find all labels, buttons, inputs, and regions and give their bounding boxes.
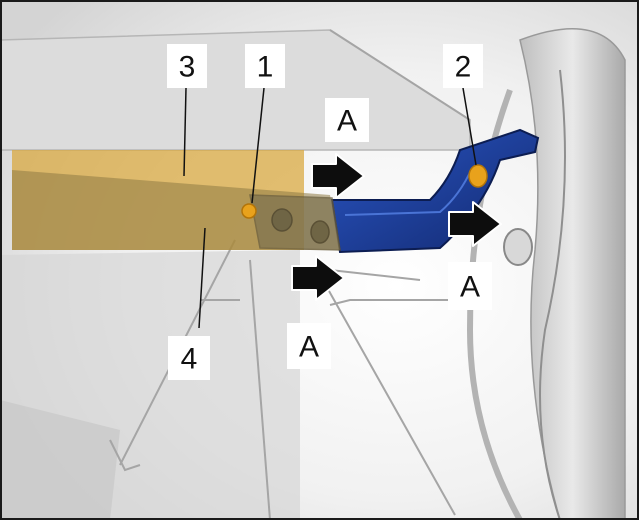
- arrow-icon: [291, 255, 345, 301]
- fastener-2: [468, 164, 488, 188]
- callout-1-text: 1: [257, 51, 274, 84]
- callout-a-right-text: A: [460, 271, 480, 304]
- callout-a-top-text: A: [337, 105, 357, 138]
- bar-hole-1: [271, 208, 293, 232]
- callout-4-text: 4: [181, 343, 198, 376]
- callout-1: 1: [245, 44, 285, 88]
- callout-a-bottom: A: [287, 323, 331, 369]
- lower-trim: [0, 400, 120, 520]
- callout-3: 3: [167, 44, 207, 88]
- callout-4: 4: [168, 336, 210, 380]
- arrow-icon: [311, 153, 365, 199]
- callout-2-text: 2: [455, 51, 472, 84]
- arrow-icon: [448, 201, 502, 247]
- callout-a-bottom-text: A: [299, 331, 319, 364]
- fastener-1: [241, 203, 257, 219]
- pillar-edge: [539, 69, 566, 520]
- callout-3-text: 3: [179, 51, 196, 84]
- callout-2: 2: [443, 44, 483, 88]
- bar-end-plate: [249, 194, 341, 251]
- bar-hole-2: [310, 220, 330, 244]
- grommet: [503, 228, 533, 266]
- leader-lines: [183, 87, 477, 329]
- callout-a-right: A: [448, 262, 492, 310]
- callout-a-top: A: [325, 98, 369, 142]
